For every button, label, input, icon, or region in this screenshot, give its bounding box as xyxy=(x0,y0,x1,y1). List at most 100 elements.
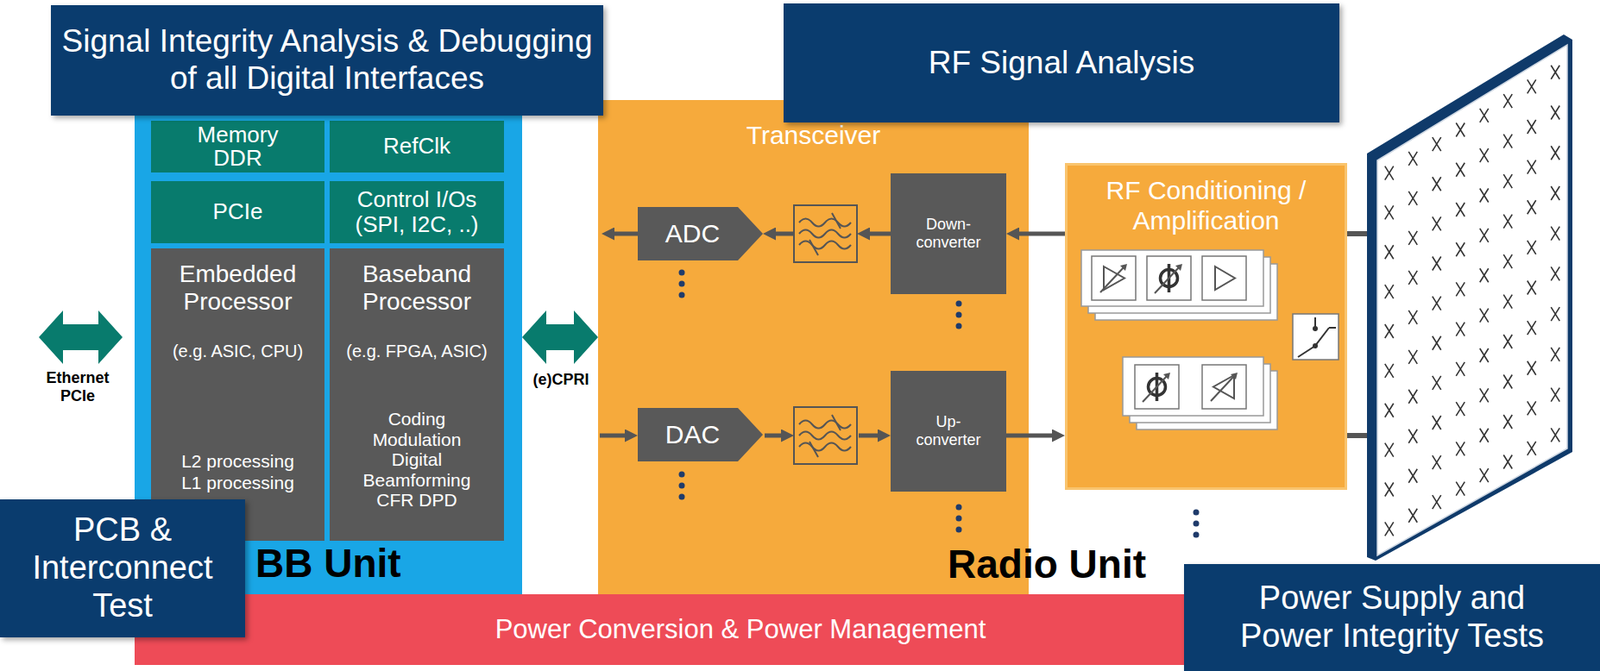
antenna-element xyxy=(1527,401,1537,416)
filter-symbol xyxy=(793,205,857,263)
antenna-element xyxy=(1408,310,1418,325)
adc-shape: ADC xyxy=(637,207,763,261)
antenna-element xyxy=(1385,324,1394,339)
node-text: Embedded Processor xyxy=(156,260,320,316)
interface-box: Control I/Os (SPI, I2C, ..) xyxy=(329,181,504,244)
interface-label-holder: (e)CPRI xyxy=(516,371,606,390)
antenna-element xyxy=(1480,268,1489,283)
antenna-element xyxy=(1550,65,1560,80)
antenna-element xyxy=(1385,443,1394,458)
antenna-element xyxy=(1527,240,1537,255)
antenna-element xyxy=(1408,509,1418,523)
node-text: ADC xyxy=(665,219,720,250)
antenna-element xyxy=(1480,348,1489,363)
node-text: L2 processing L1 processing xyxy=(174,451,302,493)
antenna-element xyxy=(1480,388,1489,403)
antenna-element xyxy=(1527,160,1537,175)
antenna-element xyxy=(1550,266,1560,281)
antenna-element xyxy=(1503,334,1512,349)
antenna-element xyxy=(1408,469,1418,484)
antenna-element xyxy=(1455,122,1465,137)
antenna-element xyxy=(1480,468,1489,483)
node-text: Memory DDR xyxy=(177,123,299,171)
node-text: RF Signal Analysis xyxy=(928,44,1195,82)
antenna-element xyxy=(1408,231,1418,246)
antenna-element xyxy=(1503,455,1512,470)
node-text: Down-converter xyxy=(907,215,990,252)
signal-arrows xyxy=(599,233,891,436)
antenna-element xyxy=(1455,202,1465,217)
antenna-element xyxy=(1550,388,1560,403)
antenna-panel xyxy=(1377,44,1568,556)
antenna-element xyxy=(1432,336,1442,351)
callout-box: PCB & Interconnect Test xyxy=(0,499,246,638)
antenna-element xyxy=(1432,176,1442,191)
variable-amplifier-icon xyxy=(1091,256,1136,301)
antenna-element xyxy=(1503,295,1512,309)
antenna-panel-frame xyxy=(1366,34,1573,561)
antenna-element xyxy=(1480,108,1489,123)
node-text: RefClk xyxy=(383,133,451,160)
phase-shifter-icon xyxy=(1134,365,1179,410)
antenna-element xyxy=(1503,415,1512,429)
antenna-element xyxy=(1408,151,1418,166)
antenna-element xyxy=(1527,200,1537,215)
antenna-element xyxy=(1455,362,1465,377)
antenna-element xyxy=(1408,191,1418,206)
antenna-element xyxy=(1385,205,1394,220)
cpri-arrow xyxy=(522,310,599,365)
node-text: PCB & Interconnect Test xyxy=(8,511,237,625)
antenna-element xyxy=(1385,403,1394,418)
antenna-element xyxy=(1527,119,1537,134)
antenna-element xyxy=(1527,361,1537,376)
antenna-element xyxy=(1385,522,1394,536)
converter-box: Up-converter xyxy=(890,371,1007,492)
phase-shifter-icon xyxy=(1146,256,1191,301)
antenna-element xyxy=(1550,186,1560,201)
antenna-element xyxy=(1432,296,1442,311)
interface-label: Ethernet PCIe xyxy=(45,369,109,405)
antenna-element xyxy=(1408,270,1418,285)
antenna-element xyxy=(1385,364,1394,378)
connectors xyxy=(1006,233,1065,436)
antenna-element xyxy=(1503,174,1512,189)
node-text: Up-converter xyxy=(907,413,990,449)
antenna-element xyxy=(1527,79,1537,94)
node-text: BB Unit xyxy=(255,543,402,584)
antenna-element xyxy=(1480,308,1489,323)
antenna-element xyxy=(1503,134,1512,149)
signal-connector xyxy=(1006,434,1055,439)
antenna-element xyxy=(1503,214,1512,229)
converter-fill xyxy=(637,207,763,261)
antenna-element xyxy=(1385,482,1394,497)
signal-connector xyxy=(1016,232,1065,237)
amplifier-icon xyxy=(1202,256,1247,301)
antenna-element xyxy=(1550,347,1560,362)
antenna-element xyxy=(1385,166,1394,181)
antenna-element xyxy=(1550,145,1560,160)
node-text: Coding Modulation Digital Beamforming CF… xyxy=(363,409,472,511)
antenna-element xyxy=(1455,482,1465,497)
filter-symbol xyxy=(793,407,857,465)
transceiver-box: TransceiverADCDown-converterDACUp-conver… xyxy=(598,100,1029,595)
node-text: (e.g. ASIC, CPU) xyxy=(172,341,303,362)
unit-label: Radio Unit xyxy=(947,541,1147,588)
antenna-element xyxy=(1550,105,1560,120)
antenna-element xyxy=(1408,429,1418,444)
unit-label-holder: Radio Unit xyxy=(947,541,1207,588)
node-text: PCIe xyxy=(213,199,264,226)
antenna-element xyxy=(1455,402,1465,416)
node-text: Baseband Processor xyxy=(334,260,499,316)
antenna-element xyxy=(1527,321,1537,335)
antenna-element xyxy=(1432,415,1442,430)
antenna-element xyxy=(1432,257,1442,271)
antenna-element xyxy=(1432,455,1442,470)
antenna-element xyxy=(1480,148,1489,163)
antenna-element xyxy=(1550,307,1560,322)
antenna-element xyxy=(1527,280,1537,295)
antenna-element xyxy=(1455,282,1465,297)
antenna-element xyxy=(1455,322,1465,337)
node-text: Control I/Os (SPI, I2C, ..) xyxy=(337,187,498,237)
antenna-element xyxy=(1480,428,1489,443)
